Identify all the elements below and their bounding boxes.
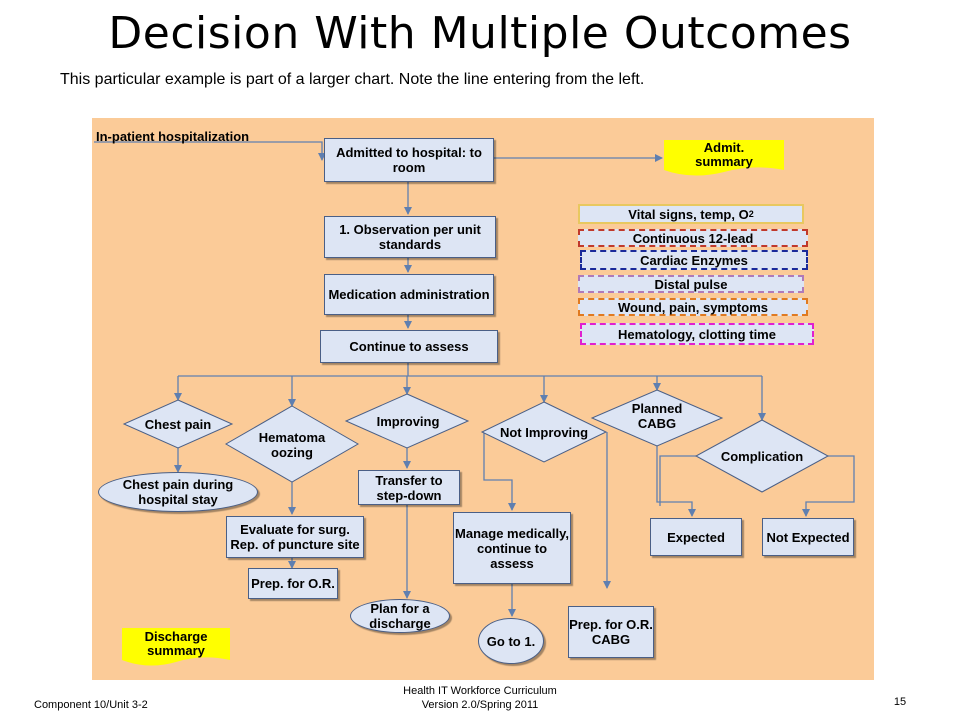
discharge-summary-label: Discharge summary	[144, 629, 208, 658]
document-discharge-summary	[122, 628, 230, 666]
decision-improving	[344, 393, 470, 449]
connector-cabg-expected	[656, 434, 696, 517]
connector-complication-notexpected	[802, 455, 855, 517]
admit-summary-label: Admit. summary	[695, 140, 753, 169]
not-improving-label: Not Improving	[499, 424, 589, 440]
decision-complication	[694, 419, 830, 493]
page-number: 15	[893, 696, 907, 708]
legend-cardiac-enzymes: Cardiac Enzymes	[580, 250, 808, 270]
observation-box: 1. Observation per unit standards	[324, 216, 496, 258]
slide-title: Decision With Multiple Outcomes	[108, 8, 852, 59]
flowchart-shapes	[94, 140, 855, 666]
manage-box: Manage medically, continue to assess	[453, 512, 571, 584]
planned-cabg-label: Planned CABG	[631, 401, 683, 431]
not-expected-box: Not Expected	[762, 518, 854, 556]
legend-distal-pulse: Distal pulse	[578, 275, 804, 293]
flowchart: In-patient hospitalization Admitted to h…	[92, 118, 874, 680]
admitted-to-hospital: Admitted to hospital: to room	[324, 138, 494, 182]
document-admit-summary	[664, 140, 784, 176]
chest-pain-label: Chest pain	[144, 416, 212, 432]
prep-or-box: Prep. for O.R.	[248, 568, 338, 599]
footer-curriculum-line1: Health IT Workforce Curriculum	[403, 685, 557, 697]
connector-notimp-manage	[483, 432, 516, 511]
decision-chest-pain	[122, 399, 234, 449]
entry-label: In-patient hospitalization	[96, 129, 250, 144]
expected-box: Expected	[650, 518, 742, 556]
footer-component: Component 10/Unit 3-2	[34, 699, 148, 711]
footer-curriculum: Health IT Workforce Curriculum Version 2…	[330, 684, 630, 712]
improving-label: Improving	[376, 413, 440, 429]
transfer-box: Transfer to step-down	[358, 470, 460, 505]
decision-hematoma	[224, 405, 360, 483]
footer-curriculum-line2: Version 2.0/Spring 2011	[421, 699, 539, 711]
legend-vital-signs-subscript: 2	[748, 208, 754, 219]
chest-pain-stay-oval: Chest pain during hospital stay	[98, 472, 258, 512]
complication-label: Complication	[720, 448, 804, 464]
legend-vital-signs-text: Vital signs, temp, O	[628, 206, 749, 222]
decision-planned-cabg	[590, 389, 724, 447]
connector-complication-expected	[659, 455, 696, 506]
legend-wound-pain: Wound, pain, symptoms	[578, 298, 808, 316]
legend-hematology: Hematology, clotting time	[580, 323, 814, 345]
decision-not-improving	[480, 401, 608, 463]
continue-assess-box: Continue to assess	[320, 330, 498, 363]
go-to-oval: Go to 1.	[478, 618, 544, 664]
slide-subtitle: This particular example is part of a lar…	[60, 71, 645, 88]
connector-bus	[178, 362, 762, 377]
evaluate-box: Evaluate for surg. Rep. of puncture site	[226, 516, 364, 558]
legend-continuous-12-lead: Continuous 12-lead	[578, 229, 808, 247]
connector-entry	[94, 141, 326, 161]
hematoma-label: Hematoma oozing	[258, 430, 326, 460]
medication-box: Medication administration	[324, 274, 494, 315]
prep-or-cabg-box: Prep. for O.R. CABG	[568, 606, 654, 658]
plan-discharge-oval: Plan for a discharge	[350, 599, 450, 633]
